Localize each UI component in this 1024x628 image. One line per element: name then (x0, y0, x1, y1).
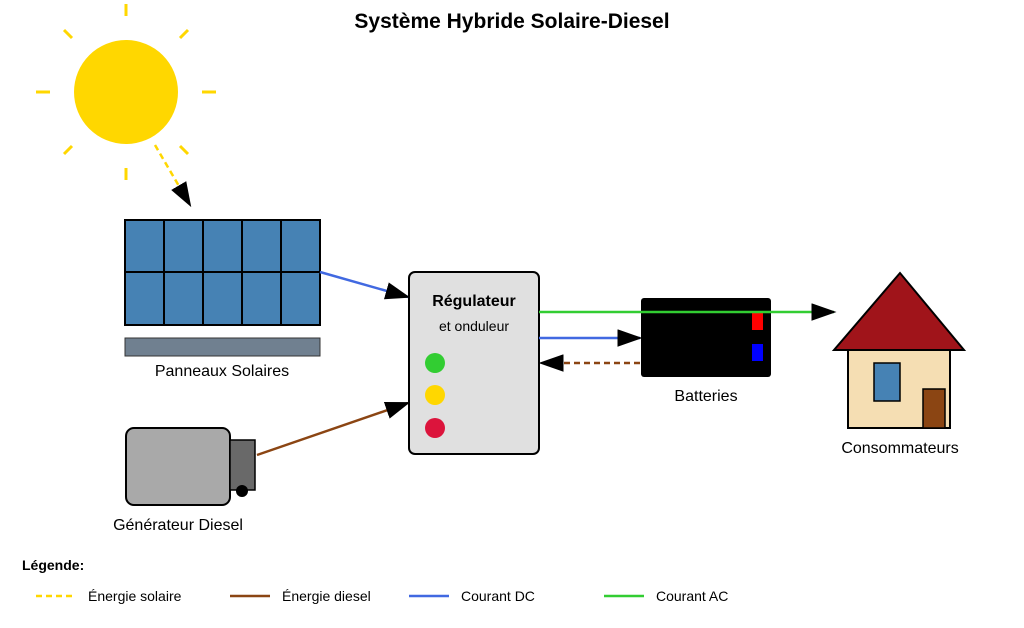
diesel-link (256, 401, 411, 457)
led-red (425, 418, 445, 438)
regulator-title: Régulateur (432, 293, 516, 310)
dc-panel-link (319, 270, 411, 300)
generator-label: Générateur Diesel (113, 517, 243, 534)
regulator-subtitle: et onduleur (439, 318, 509, 334)
house-icon (831, 271, 967, 429)
regulator-box (408, 271, 540, 455)
diagram-title: Système Hybride Solaire-Diesel (354, 10, 669, 33)
led-yellow (425, 385, 445, 405)
diesel-generator-icon (125, 427, 256, 506)
legend-label-ac: Courant AC (656, 588, 728, 604)
consumers-label: Consommateurs (841, 440, 958, 457)
legend: Légende: Énergie solaire Énergie diesel … (22, 557, 728, 604)
legend-label-solar: Énergie solaire (88, 588, 182, 604)
batteries-label: Batteries (674, 388, 737, 405)
legend-label-dc: Courant DC (461, 588, 535, 604)
legend-title: Légende: (22, 557, 84, 573)
panels-label: Panneaux Solaires (155, 363, 289, 380)
led-green (425, 353, 445, 373)
solar-panel-icon (124, 219, 321, 357)
legend-label-diesel: Énergie diesel (282, 588, 371, 604)
battery-icon (641, 298, 771, 377)
sun-icon (36, 4, 216, 180)
solar-energy-arrow (153, 144, 192, 208)
